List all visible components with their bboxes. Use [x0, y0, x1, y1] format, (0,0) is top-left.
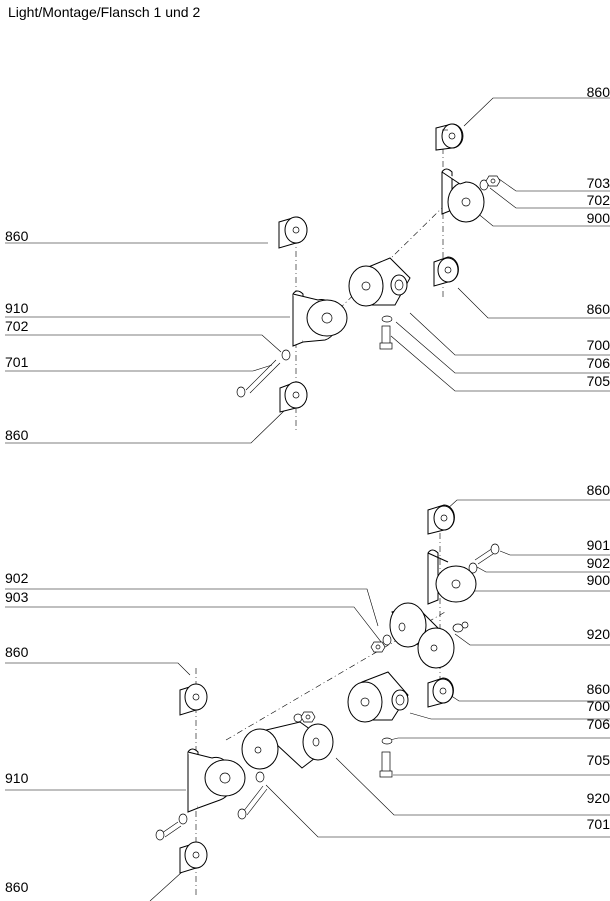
label-bot-860-c: 860 [5, 644, 29, 660]
washer-902-bot-left [382, 634, 392, 646]
nut-bot-axis [300, 711, 316, 723]
screw-705-top [379, 325, 393, 350]
washer-702-top-left [281, 349, 291, 361]
label-bot-701: 701 [586, 816, 610, 832]
screw-705-bot [379, 751, 393, 778]
label-bot-910: 910 [5, 770, 29, 786]
cap-860-top-a [435, 123, 464, 151]
bracket-910-bot [187, 748, 246, 813]
cap-860-bot-b [427, 677, 454, 708]
bolt-901-bot [474, 543, 500, 565]
bottom-leader-lines [5, 499, 610, 901]
label-top-706: 706 [586, 355, 610, 371]
label-top-860-b: 860 [586, 301, 610, 317]
label-top-702-r: 702 [586, 192, 610, 208]
label-top-910: 910 [5, 300, 29, 316]
label-bot-920-b: 920 [586, 790, 610, 806]
washer-706-bot [381, 737, 393, 745]
washer-902-bot-right [468, 562, 478, 574]
bolt-701-top [236, 359, 281, 398]
bolt-701-bot [237, 785, 268, 820]
bracket-900-bot [427, 549, 477, 605]
label-bot-860-d: 860 [5, 879, 29, 895]
label-bot-902-l: 902 [5, 570, 29, 586]
top-leader-lines [5, 97, 610, 444]
label-bot-706: 706 [586, 716, 610, 732]
cap-860-bot-d [179, 841, 208, 874]
bracket-900-top [441, 168, 485, 223]
label-top-860-a: 860 [586, 84, 610, 100]
cap-860-bot-a [427, 504, 455, 535]
label-top-860-d: 860 [5, 427, 29, 443]
flange-920-bot-b [241, 721, 334, 770]
washer-bot-axis-a [293, 713, 303, 723]
washer-bot-left [178, 813, 188, 825]
label-bot-700: 700 [586, 698, 610, 714]
label-top-900: 900 [586, 210, 610, 226]
label-top-705: 705 [586, 373, 610, 389]
page-title: Light/Montage/Flansch 1 und 2 [8, 4, 201, 20]
bottom-parts [155, 504, 500, 874]
label-bot-901: 901 [586, 537, 610, 553]
label-bot-860-b: 860 [586, 681, 610, 697]
washer-706-top [381, 315, 393, 323]
bracket-910-top [292, 290, 348, 347]
top-parts [236, 123, 501, 413]
cap-860-top-b [433, 256, 459, 287]
label-bot-900: 900 [586, 572, 610, 588]
label-bot-902-r: 902 [586, 555, 610, 571]
bolt-bot-left [155, 821, 182, 841]
label-bot-920-a: 920 [586, 626, 610, 642]
nut-903-bot [370, 641, 386, 653]
hub-700-top [348, 257, 411, 307]
label-bot-860-a: 860 [586, 482, 610, 498]
label-top-702-l: 702 [5, 318, 29, 334]
cap-860-bot-c [179, 683, 208, 716]
label-top-860-c: 860 [5, 228, 29, 244]
nut-703-top [485, 175, 501, 187]
hub-700-bot [347, 671, 409, 723]
cap-860-top-c [278, 216, 308, 249]
label-bot-705: 705 [586, 752, 610, 768]
label-top-700: 700 [586, 337, 610, 353]
flange-920-bot-a [389, 602, 469, 669]
label-top-701: 701 [5, 354, 29, 370]
washer-bot-701 [255, 771, 265, 783]
label-top-703: 703 [586, 175, 610, 191]
cap-860-top-d [279, 381, 308, 413]
label-bot-903: 903 [5, 589, 29, 605]
